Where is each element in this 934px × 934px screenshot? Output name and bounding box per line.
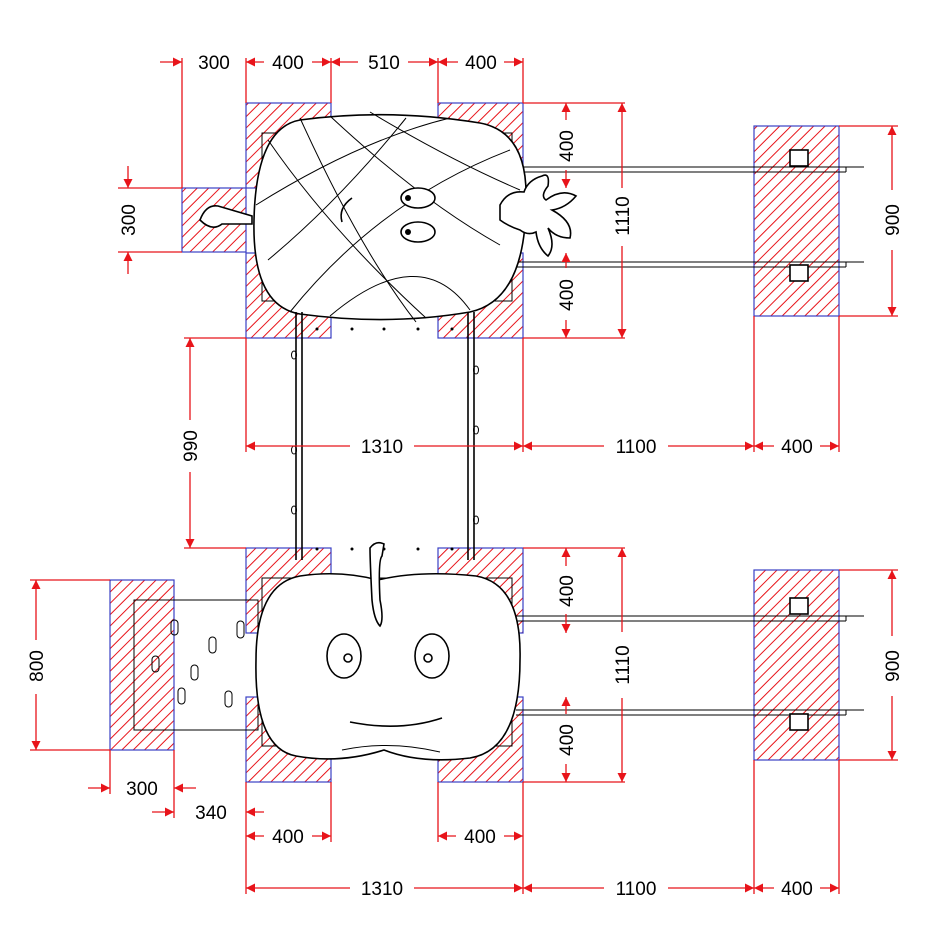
pineapple-eye-upper: [400, 187, 436, 209]
pineapple-leaves: [499, 174, 578, 258]
dim-right-top-400b: 400: [557, 279, 578, 311]
dim-top-300: 300: [198, 53, 230, 74]
dim-mid-1100: 1100: [616, 437, 657, 458]
apple-roof-outline: [255, 572, 521, 761]
dim-bottom-400-left: 400: [272, 827, 304, 848]
dim-right-bottom-400b: 400: [557, 724, 578, 756]
dim-right-top-400a: 400: [557, 130, 578, 162]
pineapple-eye-lower: [400, 221, 436, 243]
dim-bottom-340: 340: [195, 803, 227, 824]
dim-right-bottom-1110: 1110: [613, 645, 634, 684]
apple-roof: [133, 541, 864, 761]
dimensions: 300 400 510 400 300 400 1110 400 900: [27, 53, 904, 900]
apple-stem: [369, 541, 385, 628]
dim-bottom-1100: 1100: [616, 879, 657, 900]
pineapple-roof: [199, 111, 864, 560]
dim-left-top-300: 300: [119, 204, 140, 236]
dim-mid-1310: 1310: [361, 437, 403, 458]
top-slide-tongue: [199, 204, 253, 228]
dim-far-right-top-900: 900: [883, 204, 904, 236]
dim-top-510: 510: [368, 53, 400, 74]
dim-mid-400: 400: [781, 437, 813, 458]
dim-bottom-300: 300: [126, 779, 158, 800]
dim-bottom-1310: 1310: [361, 879, 403, 900]
dim-bottom-400-far: 400: [781, 879, 813, 900]
dim-left-mid-990: 990: [181, 430, 202, 462]
dim-bottom-400-right: 400: [464, 827, 496, 848]
dim-left-bottom-800: 800: [27, 650, 48, 682]
dim-right-top-1110: 1110: [613, 196, 634, 235]
pineapple-roof-outline: [253, 113, 527, 321]
apple-mouth: [349, 717, 443, 727]
dim-far-right-bottom-900: 900: [883, 650, 904, 682]
dim-right-bottom-400a: 400: [557, 575, 578, 607]
dim-top-400-left: 400: [272, 53, 304, 74]
footing-bottom-ramp-end: [109, 579, 175, 751]
dim-top-400-right: 400: [465, 53, 497, 74]
